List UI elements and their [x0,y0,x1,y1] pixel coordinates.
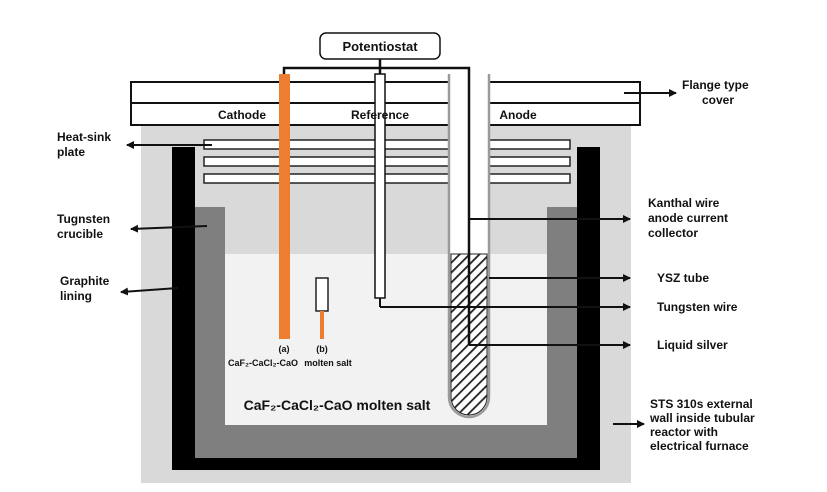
kanthal-label-line3: collector [648,226,698,240]
heat-sink-plate [203,139,571,150]
cathode-label: Cathode [218,108,266,122]
potentiostat-box [319,32,441,60]
electrode-a-caption: CaF₂-CaCl₂-CaO [228,358,298,368]
reference-label: Reference [351,108,409,122]
sts-label-line2: wall inside tubular [649,411,755,425]
lining-label: Graphite lining [60,274,113,303]
kanthal-label-line1: Kanthal wire [648,196,720,210]
heat-sink-label-line2: plate [57,145,85,159]
crucible-label: Tugnsten crucible [57,212,113,241]
electrode-b-tag: (b) [316,344,328,354]
crucible-label-line1: Tugnsten [57,212,110,226]
lining-label-line1: Graphite [60,274,110,288]
ysz-label: YSZ tube [657,271,709,285]
heat-sink-label-line1: Heat-sink [57,130,111,144]
potentiostat-wire [282,66,471,74]
heat-sink-plate [203,173,571,184]
electrode-b [315,277,329,312]
potentiostat-label: Potentiostat [342,39,418,54]
liquid-silver-label: Liquid silver [657,338,728,352]
tungsten-wire-label: Tungsten wire [657,300,738,314]
kanthal-label: Kanthal wire anode current collector [648,196,731,240]
anode-label: Anode [499,108,537,122]
flange-label-line1: Flange type [682,78,749,92]
tungsten-crucible [195,207,577,458]
electrode-b-caption: molten salt [304,358,352,368]
kanthal-label-line2: anode current [648,211,728,225]
sts-label: STS 310s external wall inside tubular re… [649,397,758,453]
lining-label-line2: lining [60,289,92,303]
sts-label-line1: STS 310s external [650,397,753,411]
sts-label-line4: electrical furnace [650,439,749,453]
flange-label: Flange type cover [682,78,752,107]
molten-salt [225,254,547,425]
molten-salt-label: CaF₂-CaCl₂-CaO molten salt [244,397,431,413]
electrode-a-tag: (a) [279,344,290,354]
lining-arrow [120,287,179,296]
heat-sink-plate [203,156,571,167]
electrode-b-rod [320,311,324,339]
sts-label-line3: reactor with [650,425,718,439]
crucible-label-line2: crucible [57,227,103,241]
heat-sink-label: Heat-sink plate [57,130,114,159]
cathode-electrode [279,74,290,339]
crucible-arrow [130,224,208,233]
flange-label-line2: cover [702,93,734,107]
